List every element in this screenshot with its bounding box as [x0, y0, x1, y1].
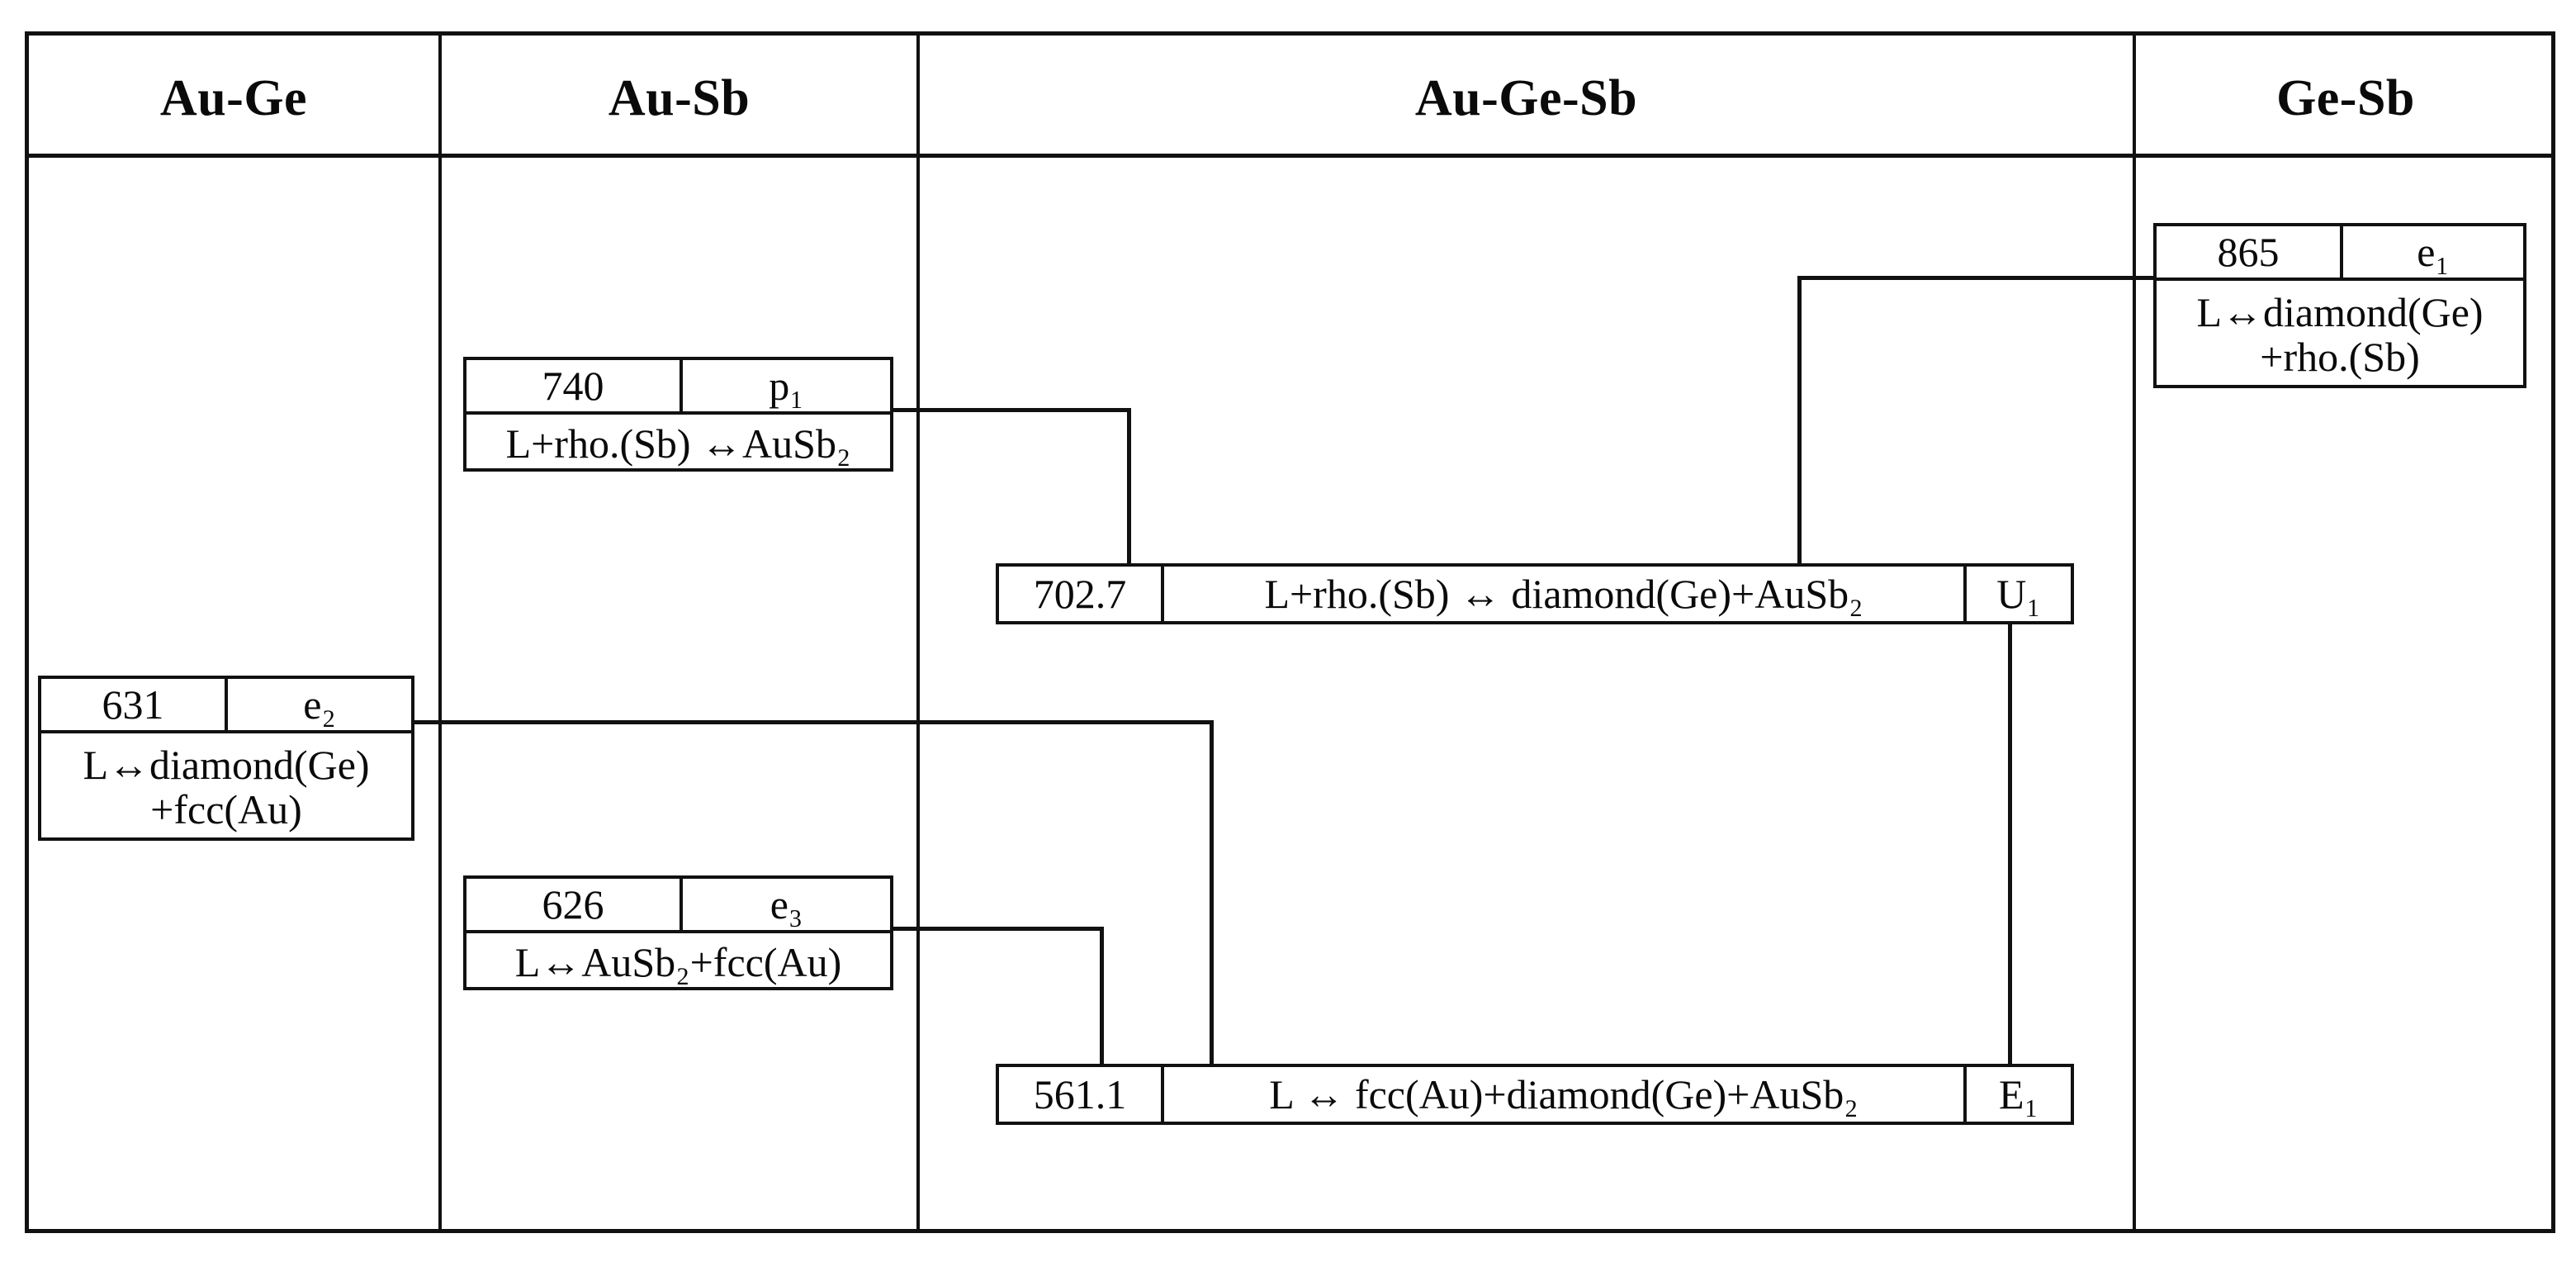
- reaction-label-e3: e₃: [769, 881, 803, 928]
- reaction-box-p1-header: 740 p₁: [466, 360, 890, 415]
- connector-e1-to-u1-horizontal: [1797, 276, 2154, 280]
- connector-e2-to-E1-vertical: [1210, 720, 1214, 1067]
- column-header-ge-sb: Ge-Sb: [2276, 70, 2415, 126]
- connector-e1-to-u1-vertical: [1797, 276, 1802, 567]
- reaction-temperature-e2: 631: [41, 679, 228, 730]
- connector-p1-to-u1-vertical: [1127, 408, 1131, 567]
- reaction-equation-u1: L+rho.(Sb) ↔ diamond(Ge)+AuSb₂: [1264, 571, 1863, 617]
- reaction-label-p1: p₁: [769, 363, 804, 409]
- reaction-box-e3[interactable]: 626 e₃ L↔AuSb₂+fcc(Au): [463, 875, 893, 990]
- reaction-label-u1: U₁: [1963, 567, 2071, 621]
- reaction-equation-E1: L ↔ fcc(Au)+diamond(Ge)+AuSb₂: [1269, 1071, 1859, 1117]
- reaction-label-e1: e₁: [2417, 229, 2450, 275]
- reaction-box-p1[interactable]: 740 p₁ L+rho.(Sb) ↔AuSb₂: [463, 357, 893, 472]
- reaction-label-E1: E₁: [1963, 1067, 2071, 1122]
- reaction-box-e2-header: 631 e₂: [41, 679, 411, 733]
- connector-u1-to-e1-vertical: [2008, 621, 2012, 1067]
- connector-p1-to-u1-horizontal: [890, 408, 1131, 412]
- column-header-au-ge-sb: Au-Ge-Sb: [1414, 70, 1638, 126]
- reaction-equation-p1: L+rho.(Sb) ↔AuSb₂: [505, 420, 851, 467]
- reaction-temperature-u1: 702.7: [999, 567, 1164, 621]
- reaction-temperature-E1: 561.1: [999, 1067, 1164, 1122]
- reaction-box-e1[interactable]: 865 e₁ L↔diamond(Ge) +rho.(Sb): [2153, 223, 2526, 388]
- column-header-au-sb: Au-Sb: [608, 70, 751, 126]
- reaction-label-e2: e₂: [303, 681, 336, 728]
- header-bottom-rule: [25, 154, 2555, 158]
- reaction-temperature-e3: 626: [466, 879, 683, 930]
- reaction-box-E1[interactable]: 561.1 L ↔ fcc(Au)+diamond(Ge)+AuSb₂ E₁: [996, 1064, 2074, 1125]
- reaction-temperature-p1: 740: [466, 360, 683, 411]
- column-divider-2: [916, 31, 920, 1233]
- connector-e3-to-E1-horizontal: [890, 927, 1104, 931]
- reaction-equation-e3: L↔AuSb₂+fcc(Au): [514, 938, 842, 985]
- reaction-equation-e2: L↔diamond(Ge) +fcc(Au): [83, 742, 370, 833]
- column-divider-3: [2133, 31, 2136, 1233]
- table-frame: [25, 31, 2555, 1233]
- reaction-box-u1[interactable]: 702.7 L+rho.(Sb) ↔ diamond(Ge)+AuSb₂ U₁: [996, 563, 2074, 624]
- reaction-box-e1-header: 865 e₁: [2157, 226, 2523, 281]
- reaction-box-e2[interactable]: 631 e₂ L↔diamond(Ge) +fcc(Au): [38, 676, 414, 841]
- column-divider-1: [438, 31, 442, 1233]
- column-header-au-ge: Au-Ge: [159, 70, 308, 126]
- reaction-equation-e1: L↔diamond(Ge) +rho.(Sb): [2196, 289, 2484, 380]
- reaction-temperature-e1: 865: [2157, 226, 2343, 278]
- reaction-box-e3-header: 626 e₃: [466, 879, 890, 933]
- connector-e3-to-E1-vertical: [1100, 927, 1104, 1067]
- connector-e2-to-E1-horizontal: [413, 720, 1214, 724]
